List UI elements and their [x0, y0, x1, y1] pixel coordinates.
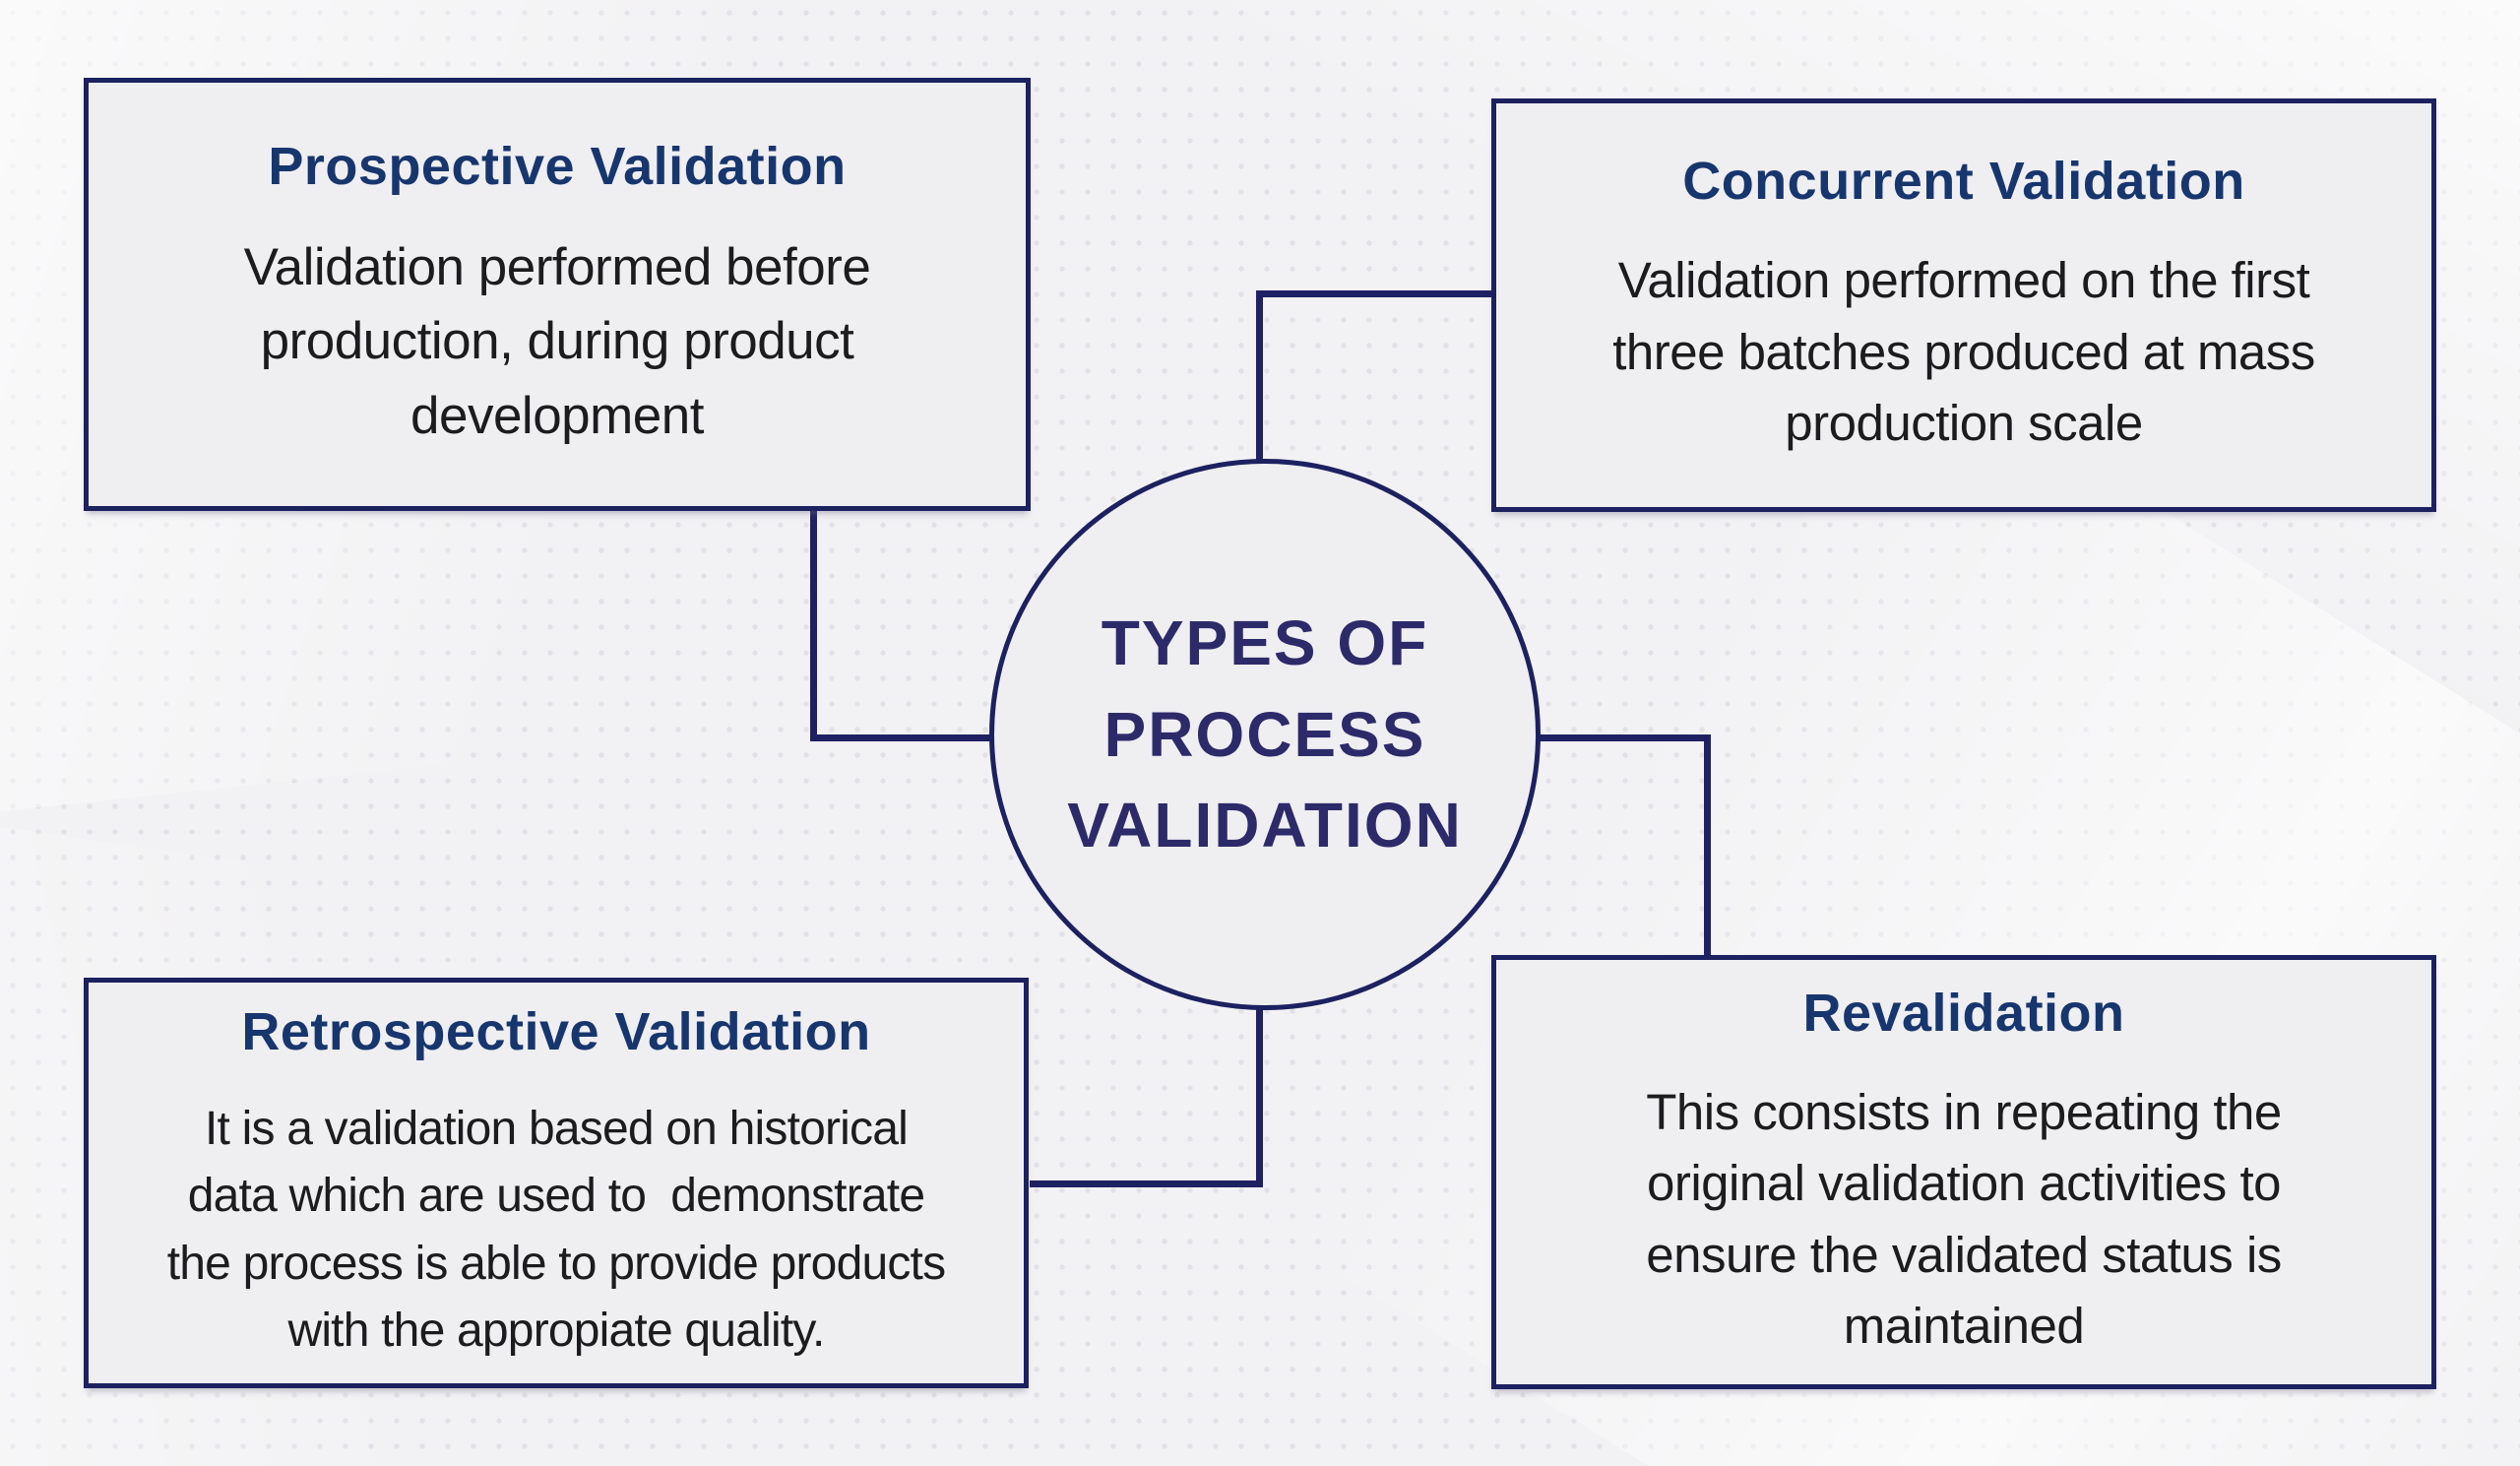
connector-concurrent-vertical — [1256, 290, 1263, 468]
connector-retrospective-horizontal — [1030, 1180, 1263, 1187]
node-retrospective-validation: Retrospective Validation It is a validat… — [84, 978, 1029, 1388]
node-title: Prospective Validation — [268, 137, 847, 197]
node-revalidation: Revalidation This consists in repeating … — [1491, 955, 2436, 1389]
node-prospective-validation: Prospective Validation Validation perfor… — [84, 78, 1031, 511]
node-description: Validation performed before production, … — [243, 238, 871, 445]
diagram-title: TYPES OF PROCESS VALIDATION — [1067, 606, 1463, 861]
connector-retrospective-vertical — [1256, 1000, 1263, 1187]
node-title: Revalidation — [1802, 983, 2125, 1043]
node-title: Concurrent Validation — [1682, 152, 2245, 212]
connector-concurrent-horizontal — [1256, 290, 1492, 297]
center-circle: TYPES OF PROCESS VALIDATION — [989, 459, 1541, 1010]
node-concurrent-validation: Concurrent Validation Validation perform… — [1491, 98, 2436, 512]
node-description: It is a validation based on historical d… — [166, 1103, 946, 1357]
node-title: Retrospective Validation — [241, 1002, 871, 1062]
connector-revalidation-vertical — [1704, 734, 1711, 960]
connector-prospective-horizontal — [810, 734, 994, 741]
connector-revalidation-horizontal — [1532, 734, 1711, 741]
node-description: Validation performed on the first three … — [1612, 252, 2315, 452]
node-description: This consists in repeating the original … — [1646, 1083, 2282, 1354]
connector-prospective-vertical — [810, 508, 817, 741]
